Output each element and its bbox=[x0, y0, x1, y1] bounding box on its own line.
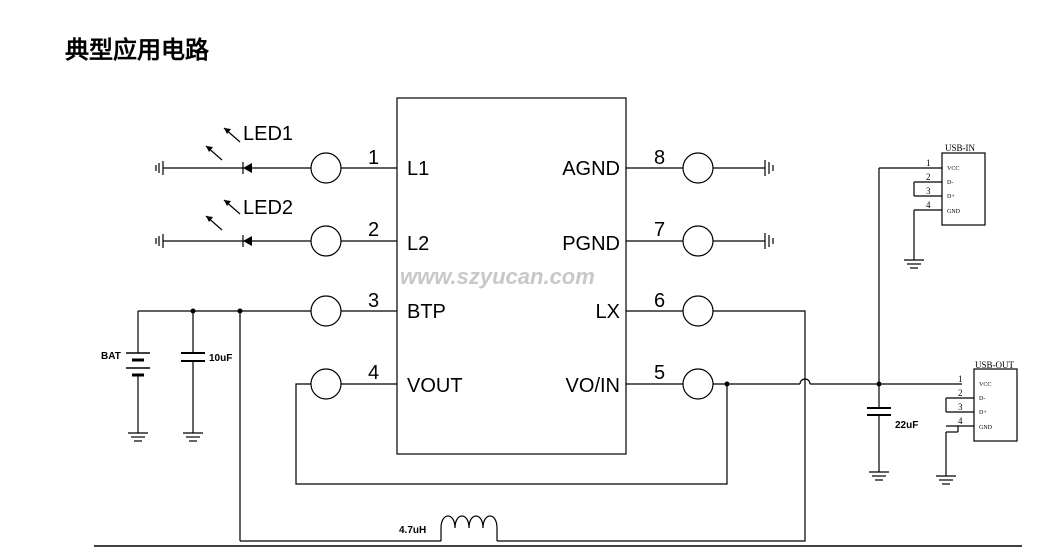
pin-number-1: 1 bbox=[368, 147, 379, 169]
usb-out-ground-icon bbox=[936, 475, 956, 485]
capacitor-in-label: 10uF bbox=[209, 353, 232, 364]
capacitor-out-ground-icon bbox=[869, 471, 889, 481]
pin-pad-6 bbox=[682, 295, 714, 327]
capacitor-in-ground-icon bbox=[183, 432, 203, 442]
pgnd-ground-icon bbox=[713, 233, 774, 249]
usb-in-pin-label-4: GND bbox=[947, 209, 961, 215]
capacitor-out-label: 22uF bbox=[895, 420, 918, 431]
agnd-ground-icon bbox=[713, 160, 774, 176]
usb-in-connector bbox=[913, 152, 986, 260]
pin-number-2: 2 bbox=[368, 219, 379, 241]
lx-net bbox=[240, 310, 806, 542]
pin-number-6: 6 bbox=[654, 290, 665, 312]
usb-out-pin-num-2: 2 bbox=[958, 388, 963, 398]
led2-label: LED2 bbox=[243, 197, 293, 219]
pin-label-vo-in: VO/IN bbox=[566, 375, 620, 397]
usb-out-pin-num-4: 4 bbox=[958, 416, 963, 426]
usb-out-connector bbox=[945, 368, 1018, 476]
btp-net bbox=[137, 308, 311, 541]
pin-pad-2 bbox=[310, 225, 342, 257]
pin-label-pgnd: PGND bbox=[562, 233, 620, 255]
ic-body bbox=[396, 97, 627, 455]
capacitor-in-icon bbox=[181, 352, 205, 362]
usb-in-pin-label-3: D+ bbox=[947, 194, 955, 200]
pin-label-vout: VOUT bbox=[407, 375, 463, 397]
pin-label-lx: LX bbox=[596, 301, 620, 323]
pin-number-3: 3 bbox=[368, 290, 379, 312]
pin-label-l2: L2 bbox=[407, 233, 429, 255]
led1-branch bbox=[155, 127, 311, 175]
usb-out-pin-label-1: VCC bbox=[979, 382, 991, 388]
pin-label-btp: BTP bbox=[407, 301, 446, 323]
usb-out-pin-num-3: 3 bbox=[958, 402, 963, 412]
pin-pad-8 bbox=[682, 152, 714, 184]
pin-number-8: 8 bbox=[654, 147, 665, 169]
led2-branch bbox=[155, 199, 311, 248]
led1-diode-icon bbox=[243, 163, 252, 173]
battery-ground-icon bbox=[128, 432, 148, 442]
vout-feedback-wire bbox=[295, 383, 728, 485]
usb-out-title: USB-OUT bbox=[975, 360, 1015, 370]
usb-out-pin-label-4: GND bbox=[979, 425, 993, 431]
led1-label: LED1 bbox=[243, 123, 293, 145]
usb-out-pin-num-1: 1 bbox=[958, 374, 963, 384]
pin-number-7: 7 bbox=[654, 219, 665, 241]
pin-number-5: 5 bbox=[654, 362, 665, 384]
capacitor-out-icon bbox=[867, 407, 891, 416]
pin-pad-5 bbox=[682, 368, 714, 400]
pin-label-agnd: AGND bbox=[562, 158, 620, 180]
inductor-icon bbox=[440, 515, 498, 541]
inductor-label: 4.7uH bbox=[399, 525, 426, 536]
usb-in-pin-num-2: 2 bbox=[926, 172, 931, 182]
usb-in-pin-num-4: 4 bbox=[926, 200, 931, 210]
pin-pad-4 bbox=[310, 368, 342, 400]
usb-in-pin-num-1: 1 bbox=[926, 158, 931, 168]
pin-pad-7 bbox=[682, 225, 714, 257]
pin-pad-3 bbox=[310, 295, 342, 327]
usb-in-pin-label-1: VCC bbox=[947, 166, 959, 172]
usb-out-pin-label-2: D- bbox=[979, 396, 985, 402]
usb-in-pin-label-2: D- bbox=[947, 180, 953, 186]
battery-label: BAT bbox=[101, 351, 121, 362]
usb-in-ground-icon bbox=[904, 259, 924, 269]
vo-in-net bbox=[713, 167, 962, 472]
watermark: www.szyucan.com bbox=[400, 264, 595, 289]
led2-diode-icon bbox=[243, 236, 252, 246]
pin-label-l1: L1 bbox=[407, 158, 429, 180]
usb-in-title: USB-IN bbox=[945, 143, 976, 153]
pin-pad-1 bbox=[310, 152, 342, 184]
usb-in-pin-num-3: 3 bbox=[926, 186, 931, 196]
usb-out-pin-label-3: D+ bbox=[979, 410, 987, 416]
battery-icon bbox=[126, 352, 150, 377]
page-title: 典型应用电路 bbox=[65, 36, 209, 64]
pin-number-4: 4 bbox=[368, 362, 379, 384]
